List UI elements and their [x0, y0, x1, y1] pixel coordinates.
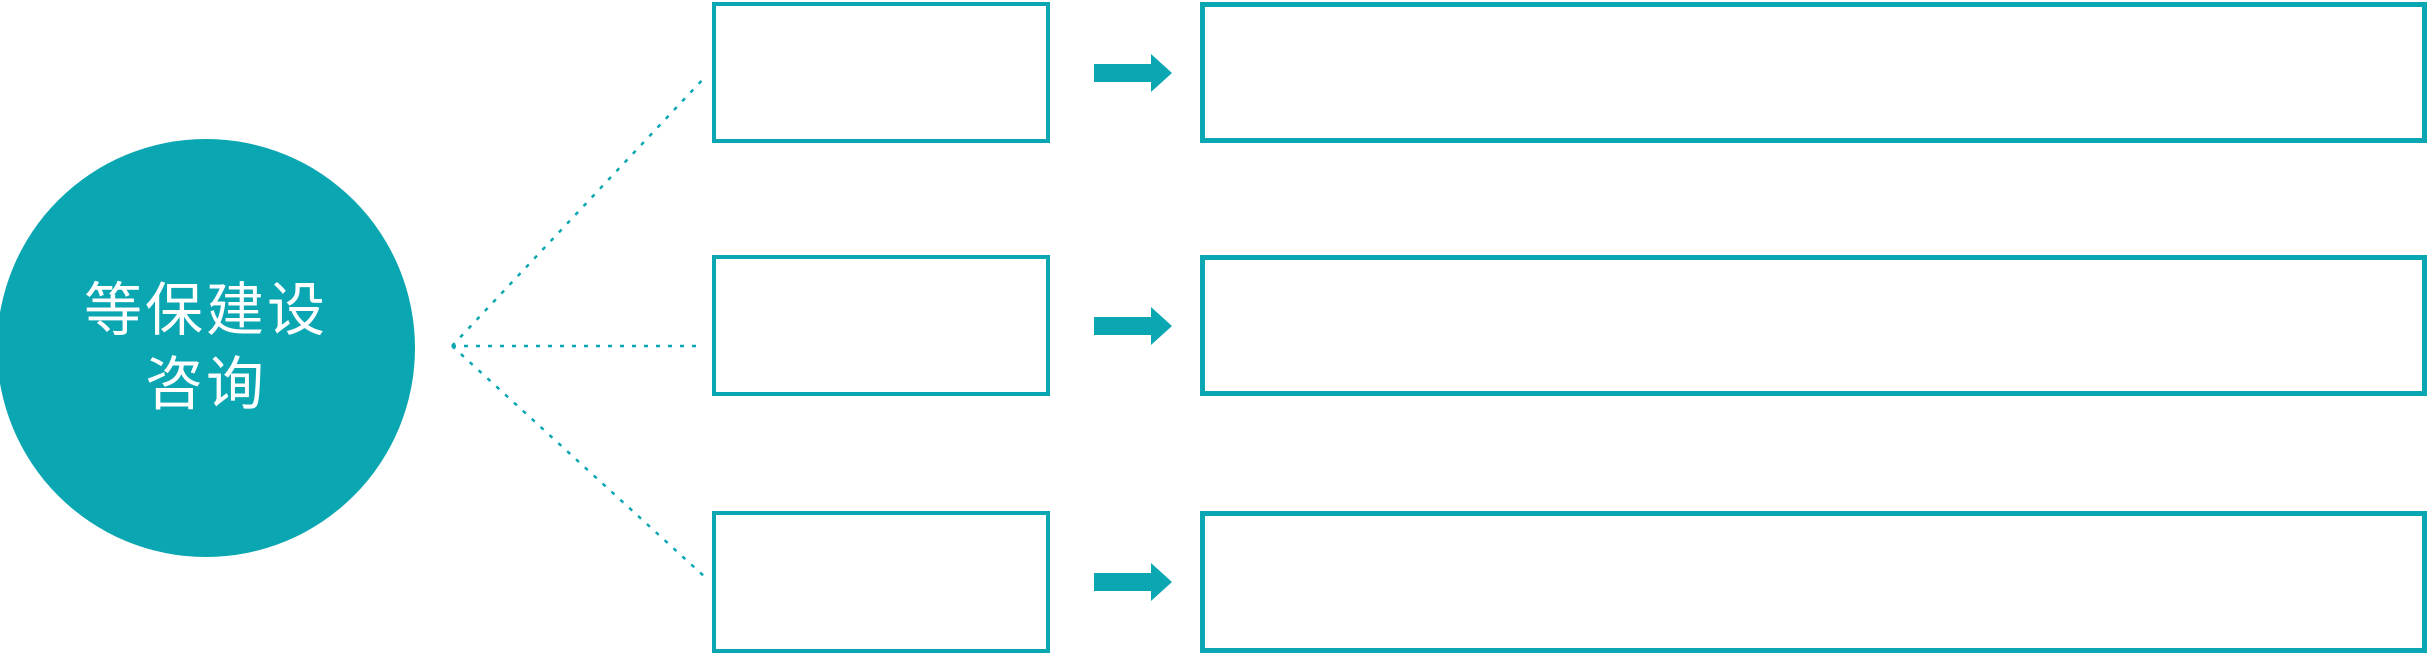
detail-box-3: [1200, 511, 2427, 653]
step-box-3: [712, 511, 1050, 653]
topic-circle: 等保建设 咨询: [0, 139, 415, 557]
topic-circle-label-line2: 咨询: [144, 352, 267, 417]
topic-circle-label-line1: 等保建设: [83, 278, 328, 343]
connector-line-top: [451, 75, 707, 347]
step-box-2: [712, 255, 1050, 396]
connector-line-bottom: [451, 345, 707, 579]
right-arrow-icon: [1094, 307, 1172, 345]
right-arrow-icon: [1094, 563, 1172, 601]
step-box-1: [712, 2, 1050, 143]
detail-box-1: [1200, 2, 2427, 143]
right-arrow-icon: [1094, 54, 1172, 92]
detail-box-2: [1200, 255, 2427, 396]
